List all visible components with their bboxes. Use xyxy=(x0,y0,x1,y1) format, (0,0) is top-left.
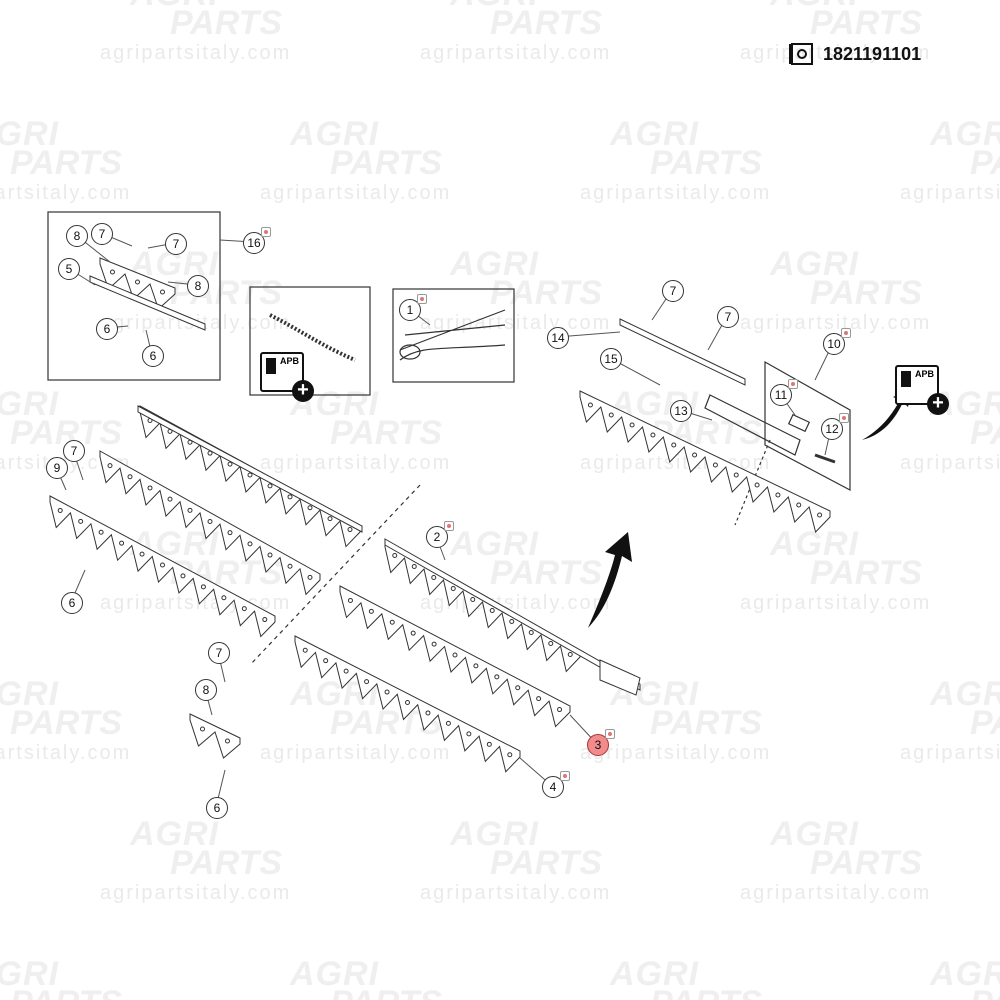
back-strip xyxy=(137,405,363,533)
knife-assembly xyxy=(579,390,831,533)
callout-number: 6 xyxy=(149,349,157,363)
callout-5[interactable]: 5 xyxy=(58,258,80,280)
callout-11[interactable]: 11 xyxy=(770,379,798,406)
callout-number: 6 xyxy=(213,801,221,815)
apb-label: APB xyxy=(914,369,934,379)
callout-number: 10 xyxy=(827,337,841,351)
callout-2[interactable]: 2 xyxy=(426,521,454,548)
tag-icon xyxy=(261,227,271,237)
callout-8[interactable]: 8 xyxy=(195,679,217,701)
callout-6[interactable]: 6 xyxy=(96,318,118,340)
callout-4[interactable]: 4 xyxy=(542,771,570,798)
inset-box-10 xyxy=(764,360,851,491)
callout-15[interactable]: 15 xyxy=(600,348,622,370)
tag-icon xyxy=(560,771,570,781)
apb-label: APB xyxy=(279,356,299,366)
part-1-knife-head xyxy=(399,309,506,361)
inset-box-1 xyxy=(392,288,515,383)
tag-icon xyxy=(841,328,851,338)
back-strip xyxy=(384,538,641,691)
knife-bar-4 xyxy=(294,635,521,773)
callout-7[interactable]: 7 xyxy=(662,280,684,302)
tag-icon xyxy=(417,294,427,304)
callout-number: 6 xyxy=(68,596,76,610)
knife-bar xyxy=(49,495,276,638)
callout-7[interactable]: 7 xyxy=(208,642,230,664)
callout-number: 11 xyxy=(774,388,788,402)
knife-head xyxy=(599,659,641,696)
callout-number: 14 xyxy=(551,331,565,345)
callout-number: 7 xyxy=(98,227,106,241)
callout-12[interactable]: 12 xyxy=(821,413,849,440)
tag-icon xyxy=(788,379,798,389)
callout-number: 4 xyxy=(549,780,557,794)
part-10-knife-back xyxy=(704,394,801,456)
callout-13[interactable]: 13 xyxy=(670,400,692,422)
callout-7[interactable]: 7 xyxy=(91,223,113,245)
callout-8[interactable]: 8 xyxy=(187,275,209,297)
tag-icon xyxy=(605,729,615,739)
plus-icon: + xyxy=(927,393,949,415)
part-11 xyxy=(787,413,811,433)
callout-10[interactable]: 10 xyxy=(823,328,851,355)
callout-16[interactable]: 16 xyxy=(243,227,271,254)
callout-number: 6 xyxy=(103,322,111,336)
knife-bar-2 xyxy=(384,540,581,673)
tag-icon xyxy=(839,413,849,423)
tag-icon xyxy=(444,521,454,531)
callout-number: 13 xyxy=(674,404,688,418)
callout-number: 7 xyxy=(172,237,180,251)
apb-add-button[interactable]: APB + xyxy=(895,365,949,415)
callout-6[interactable]: 6 xyxy=(142,345,164,367)
parts-catalog-icon xyxy=(789,43,813,65)
callout-7[interactable]: 7 xyxy=(165,233,187,255)
part-12-bolt xyxy=(814,453,836,464)
callout-number: 16 xyxy=(247,236,261,250)
knife-bar-3 xyxy=(339,585,571,728)
callout-number: 7 xyxy=(669,284,677,298)
callout-number: 8 xyxy=(73,229,81,243)
callout-number: 1 xyxy=(406,303,414,317)
part-number: 1821191101 xyxy=(823,43,922,64)
apb-add-button[interactable]: APB + xyxy=(260,352,314,402)
inset-box-16 xyxy=(47,211,221,381)
callout-8[interactable]: 8 xyxy=(66,225,88,247)
callout-number: 8 xyxy=(194,279,202,293)
callout-number: 7 xyxy=(724,310,732,324)
callout-7[interactable]: 7 xyxy=(63,440,85,462)
apb-icon xyxy=(266,358,276,374)
back-strip xyxy=(89,275,206,331)
callout-number: 15 xyxy=(604,352,618,366)
callout-6[interactable]: 6 xyxy=(61,592,83,614)
callout-1[interactable]: 1 xyxy=(399,294,427,321)
callout-6[interactable]: 6 xyxy=(206,797,228,819)
callout-number: 12 xyxy=(825,422,839,436)
divider-line xyxy=(249,484,421,666)
callout-9[interactable]: 9 xyxy=(46,457,68,479)
knife-bar xyxy=(99,450,321,596)
chain-part xyxy=(269,313,356,362)
callout-number: 8 xyxy=(202,683,210,697)
callout-number: 3 xyxy=(594,738,602,752)
callout-number: 7 xyxy=(70,444,78,458)
apb-icon xyxy=(901,371,911,387)
arrow-to-detail-icon xyxy=(588,532,632,628)
callout-14[interactable]: 14 xyxy=(547,327,569,349)
callout-number: 2 xyxy=(433,530,441,544)
callout-number: 5 xyxy=(65,262,73,276)
part-number-header: 1821191101 xyxy=(789,42,921,66)
plus-icon: + xyxy=(292,380,314,402)
callout-3[interactable]: 3 xyxy=(587,729,615,756)
section-8 xyxy=(189,713,241,759)
callout-7[interactable]: 7 xyxy=(717,306,739,328)
callout-number: 7 xyxy=(215,646,223,660)
callout-number: 9 xyxy=(53,461,61,475)
small-section-8 xyxy=(99,257,176,310)
part-14-strip xyxy=(619,318,746,386)
